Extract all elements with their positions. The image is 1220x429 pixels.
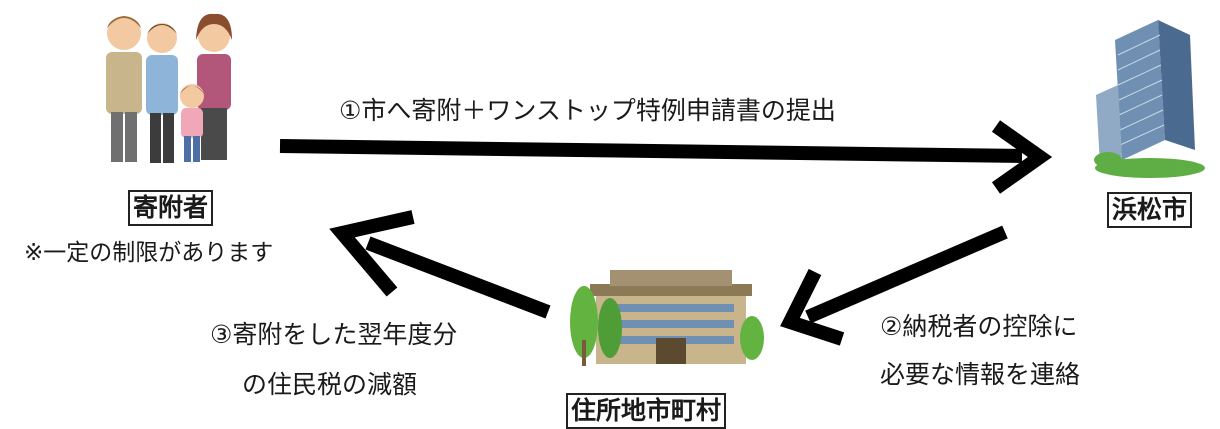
hamamatsu-label: 浜松市	[1107, 192, 1193, 228]
municipality-label: 住所地市町村	[566, 393, 727, 429]
step3-label-line2: の住民税の減額	[242, 370, 418, 399]
city-hall-icon	[570, 270, 764, 366]
arrow-step3	[329, 210, 551, 319]
donor-label: 寄附者	[128, 190, 214, 226]
arrow-step1	[279, 120, 1053, 194]
family-icon	[106, 13, 232, 163]
arrow-step2	[780, 225, 1008, 346]
restriction-note: ※一定の制限があります	[24, 240, 274, 266]
step1-label: ①市へ寄附＋ワンストップ特例申請書の提出	[339, 96, 836, 125]
step2-label-line2: 必要な情報を連絡	[880, 360, 1081, 389]
step3-label-line1: ③寄附をした翌年度分	[210, 320, 458, 349]
office-building-icon	[1094, 20, 1205, 178]
step2-label-line1: ②納税者の控除に	[880, 312, 1078, 341]
